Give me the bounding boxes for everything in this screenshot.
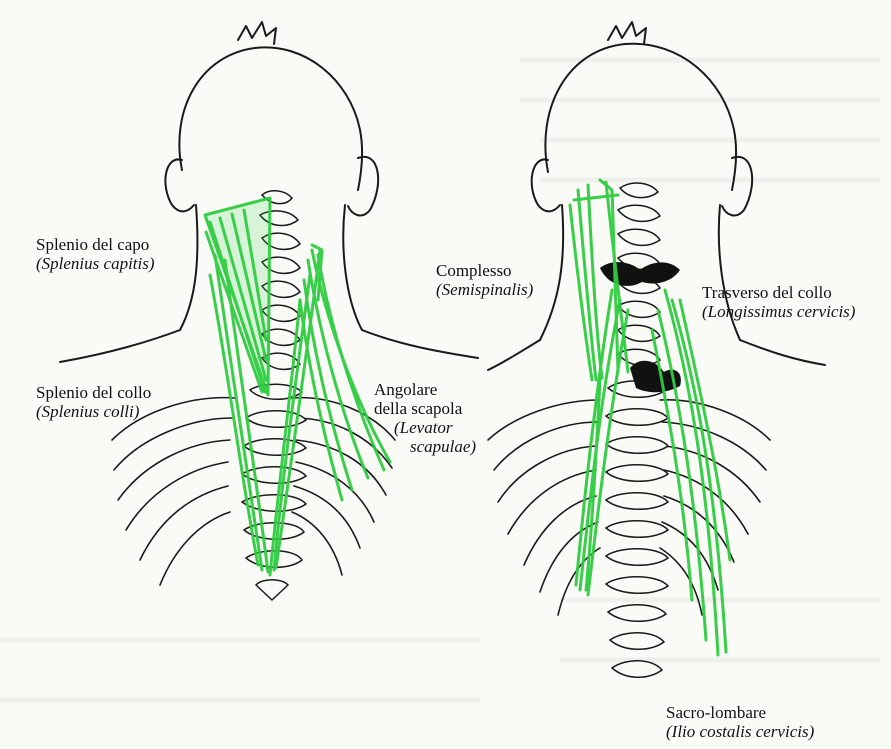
label-longissimus-cervicis-name: Trasverso del collo [702,283,855,302]
label-semispinalis-latin: (Semispinalis) [436,280,533,299]
label-splenius-colli-latin: (Splenius colli) [36,402,151,421]
label-splenius-capitis: Splenio del capo (Splenius capitis) [36,235,155,273]
label-semispinalis-name: Complesso [436,261,533,280]
label-splenius-capitis-name: Splenio del capo [36,235,155,254]
label-iliocostalis-cervicis-name: Sacro-lombare [666,703,814,722]
label-longissimus-cervicis-latin: (Longissimus cervicis) [702,302,855,321]
label-iliocostalis-cervicis-latin: (Ilio costalis cervicis) [666,722,814,741]
label-splenius-colli: Splenio del collo (Splenius colli) [36,383,151,421]
label-iliocostalis-cervicis: Sacro-lombare (Ilio costalis cervicis) [666,703,814,741]
label-semispinalis: Complesso (Semispinalis) [436,261,533,299]
label-splenius-colli-name: Splenio del collo [36,383,151,402]
label-splenius-capitis-latin: (Splenius capitis) [36,254,155,273]
label-levator-scapulae-name-2: della scapola [374,399,476,418]
label-longissimus-cervicis: Trasverso del collo (Longissimus cervici… [702,283,855,321]
label-levator-scapulae: Angolare della scapola (Levator scapulae… [374,380,476,456]
label-levator-scapulae-latin-1: (Levator [374,418,476,437]
left-muscles [205,198,390,575]
label-levator-scapulae-latin-2: scapulae) [374,437,476,456]
label-levator-scapulae-name-1: Angolare [374,380,476,399]
